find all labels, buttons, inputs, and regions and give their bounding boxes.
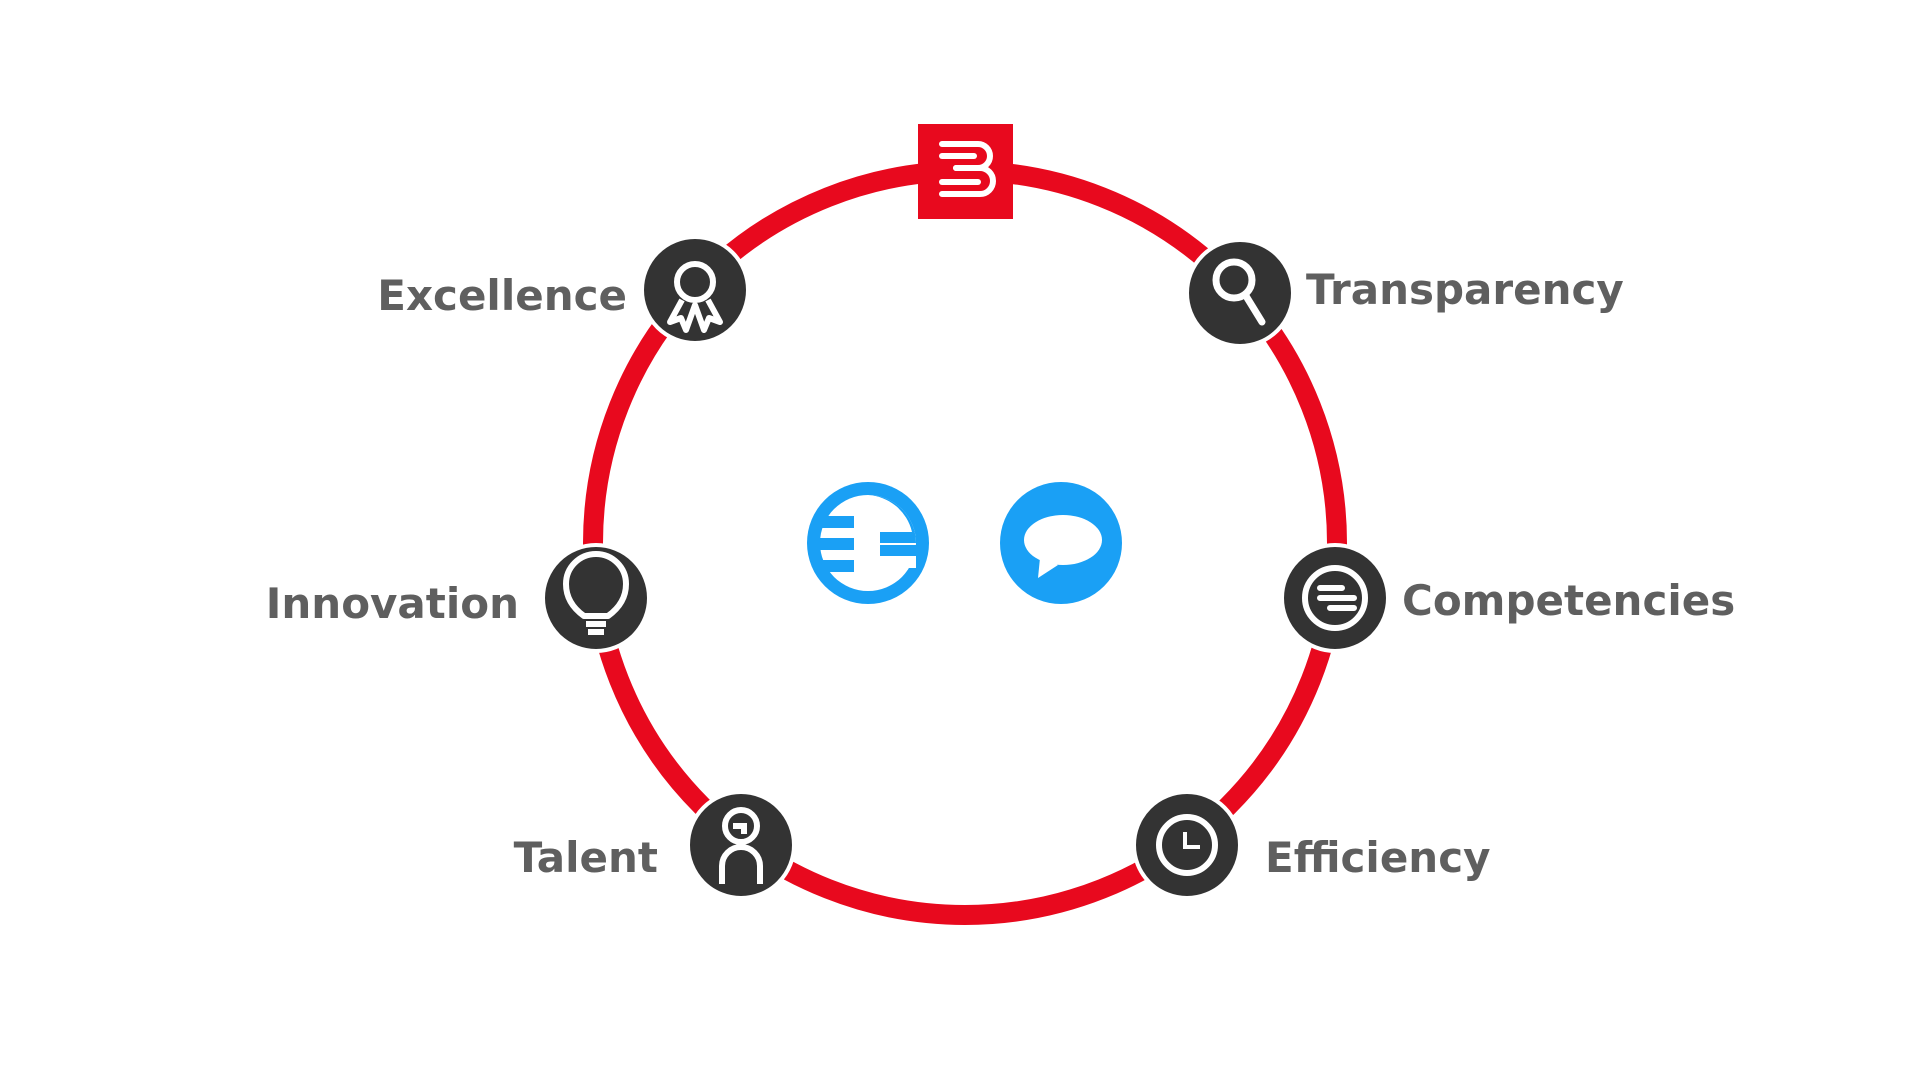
label-excellence: Excellence	[377, 271, 627, 320]
node-efficiency	[1132, 790, 1242, 900]
node-transparency	[1185, 238, 1295, 348]
split-circle-icon	[807, 482, 929, 604]
label-innovation: Innovation	[265, 579, 519, 628]
label-talent: Talent	[513, 833, 658, 882]
label-transparency: Transparency	[1306, 265, 1624, 314]
award-ribbon-icon	[667, 261, 723, 333]
person-icon	[719, 807, 763, 884]
magnifier-icon	[1212, 258, 1266, 326]
label-competencies: Competencies	[1402, 576, 1736, 625]
label-efficiency: Efficiency	[1265, 833, 1491, 882]
node-innovation	[541, 543, 651, 653]
clock-icon	[1156, 814, 1218, 876]
lightbulb-icon	[563, 551, 629, 635]
node-competencies	[1280, 543, 1390, 653]
lines-circle-icon	[1302, 565, 1368, 631]
chat-bubble-icon	[1000, 482, 1122, 604]
b-logo-icon	[918, 124, 1013, 219]
node-excellence	[640, 235, 750, 345]
node-talent	[686, 790, 796, 900]
